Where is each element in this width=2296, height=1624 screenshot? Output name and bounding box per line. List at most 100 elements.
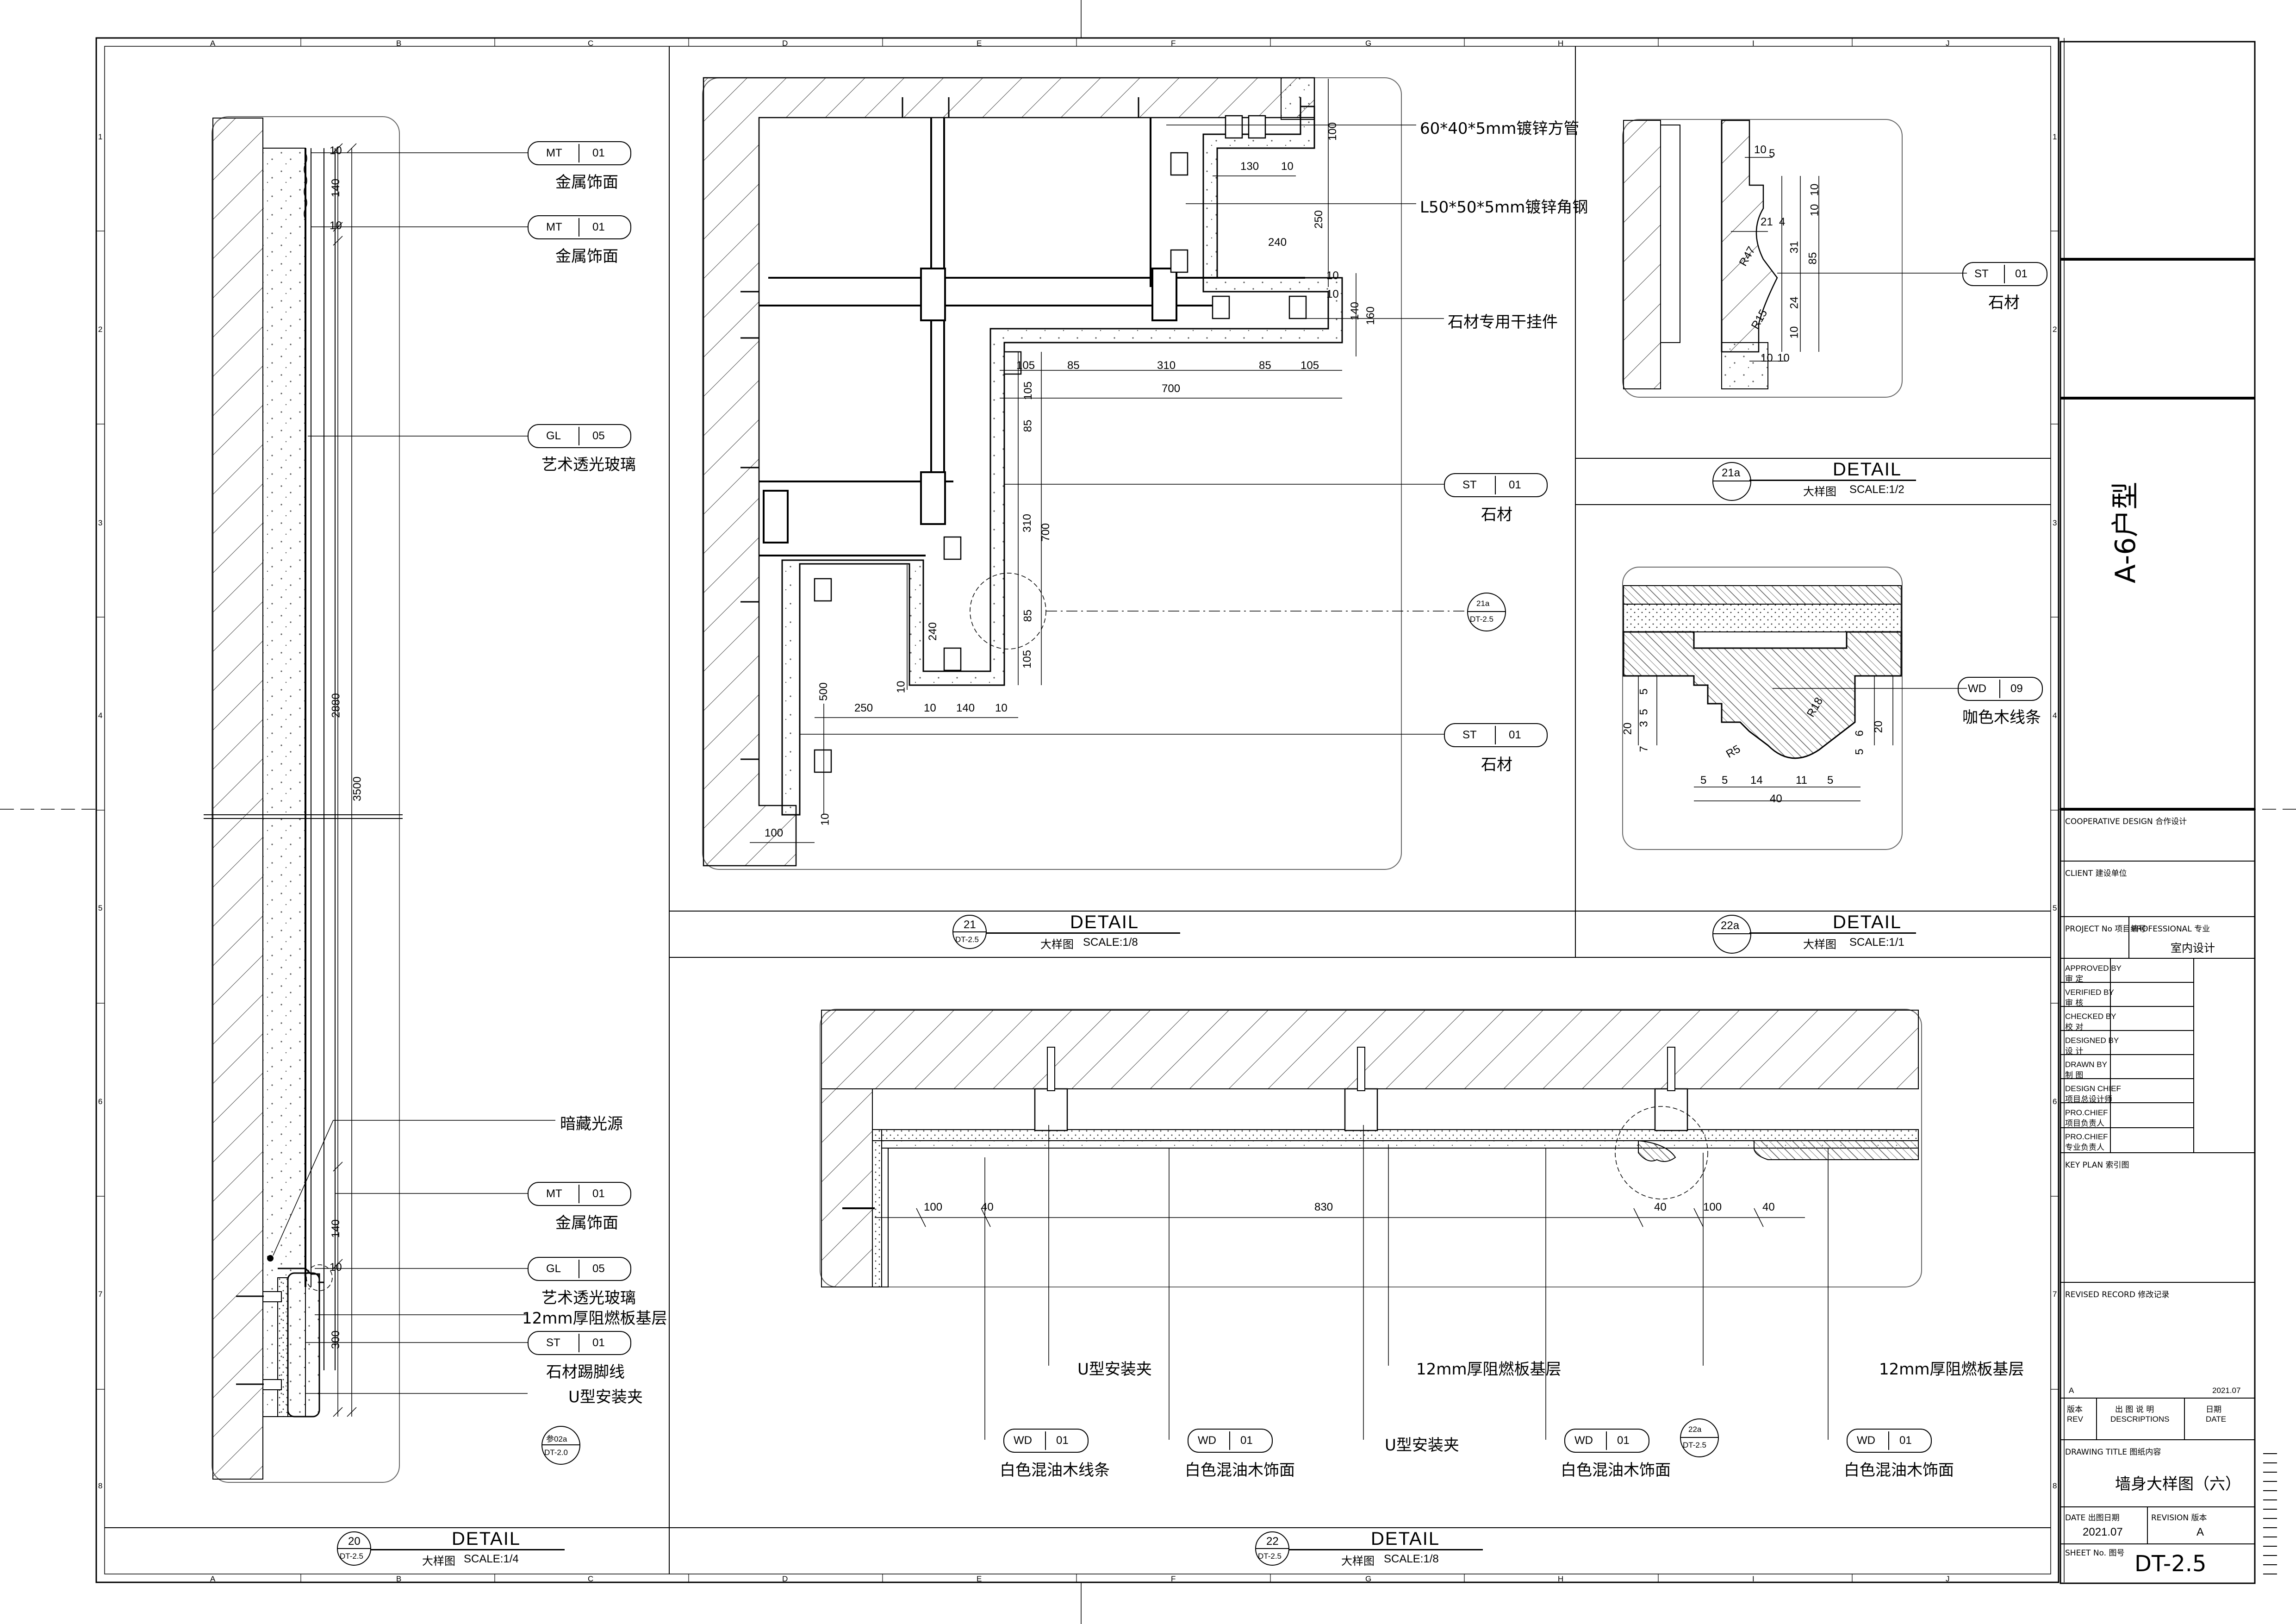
material-number: 01 [1509,479,1521,491]
issue-date-label: DATE 出图日期 [2065,1513,2120,1523]
dimension-text: 5 [1700,774,1707,787]
detail-title: DETAIL [452,1529,521,1549]
callout-sheet: DT-2.5 [1470,615,1494,624]
grid-row-label: 3 [2053,518,2057,527]
dimension-text: 100 [1326,122,1339,141]
dimension-text: 830 [1314,1201,1333,1213]
dimension-text: 10 [895,681,908,693]
detail-title: DETAIL [1070,912,1139,932]
detail-subtitle: 大样图 [1803,485,1836,498]
material-name: 白色混油木饰面 [1561,1461,1671,1480]
barcode [2263,1453,2277,1574]
material-tag-mt01: MT 01 [528,215,631,239]
grid-row-label: 5 [2053,904,2057,912]
grid-col-label: C [588,39,594,48]
material-name: 咖色木线条 [1962,708,2041,727]
role-cn: 审 核 [2065,999,2084,1008]
dimension-text: 6 [1853,730,1866,737]
drawing-title: 墙身大样图（六） [2115,1475,2241,1493]
material-name: 金属饰面 [555,247,618,266]
revision: A [2196,1526,2204,1538]
detail-scale: SCALE:1/8 [1384,1553,1439,1565]
material-code: ST [1974,268,1989,280]
panel-dividers [105,41,2256,1584]
grid-col-label: D [782,39,788,48]
detail-number: 22a [1721,919,1740,932]
dimension-text: 310 [1021,513,1034,533]
grid-row-label: 6 [98,1097,103,1106]
dimension-text: 14 [1750,774,1763,787]
sheet-no-label: SHEET No. 图号 [2065,1549,2125,1558]
dimension-text: 3 [1637,721,1650,727]
material-number: 05 [592,430,605,442]
note-label: U型安装夹 [1077,1360,1152,1379]
dimension-text: 40 [1762,1201,1775,1213]
note-label: U型安装夹 [568,1388,643,1406]
role-en: PRO.CHIEF [2065,1132,2108,1141]
grid-col-label: B [396,39,402,48]
dimension-text: 10 [1788,326,1801,339]
material-number: 01 [592,221,605,233]
dimension-text: 10 [1326,269,1339,282]
material-tag-wd01: WD 01 [1188,1429,1273,1453]
detail-scale: SCALE:1/2 [1849,483,1904,496]
dimension-text: 10 [1808,204,1821,217]
role-cn: 项目总设计师 [2065,1095,2112,1104]
grid-row-label: 4 [2053,711,2057,720]
material-name: 艺术透光玻璃 [541,1289,636,1307]
grid-row-label: 2 [98,325,103,334]
note-label: 暗藏光源 [560,1115,623,1133]
grid-col-label: F [1171,39,1176,48]
material-number: 01 [592,147,605,159]
dimension-text: 5 [1722,774,1728,787]
dimension-text: 500 [817,682,830,701]
material-code: ST [1462,479,1477,491]
rev-label-en: REV [2067,1415,2083,1424]
cooperative-design-label: COOPERATIVE DESIGN 合作设计 [2065,817,2187,826]
dimension-text: 40 [1770,793,1782,805]
material-tag-mt01: MT 01 [528,1182,631,1206]
detail-number-badge: 22 DT-2.5 [1255,1531,1289,1566]
dimension-text: 240 [927,622,940,641]
detail-ref-sheet: DT-2.5 [340,1552,364,1561]
grid-col-label: H [1558,1574,1564,1583]
role-en: APPROVED BY [2065,964,2122,973]
detail-scale: SCALE:1/1 [1849,936,1904,949]
detail-number-badge: 20 DT-2.5 [337,1531,371,1566]
dimension-text: 10 [330,219,342,232]
grid-col-label: B [396,1574,402,1583]
material-tag-gl05: GL 05 [528,1257,631,1281]
dimension-text: 140 [956,702,975,714]
date-label-en: DATE [2206,1415,2227,1424]
issue-date: 2021.07 [2083,1526,2123,1538]
dimension-text: 100 [924,1201,943,1213]
detail-22-drawing [820,1009,1922,1287]
section-callout: 参02a DT-2.0 [541,1426,580,1465]
dimension-text: 3500 [351,776,364,801]
dimension-text: 250 [1313,210,1325,229]
unit-type-label: A-6户型 [2109,481,2142,583]
dimension-text: 10 [1754,144,1767,156]
dimension-text: 700 [1162,382,1181,395]
detail-scale: SCALE:1/4 [464,1553,519,1565]
grid-row-label: 4 [98,711,103,720]
material-tag-st01: ST 01 [1962,262,2047,286]
material-code: WD [1014,1434,1032,1447]
project-no-label: PROJECT No 项目编号 [2065,924,2147,934]
role-cn: 专业负责人 [2065,1143,2104,1152]
dimension-text: 11 [1796,774,1807,787]
dimension-text: 140 [330,1219,342,1238]
grid-col-label: F [1171,1574,1176,1583]
dimension-text: 140 [1349,301,1362,321]
dimension-text: 10 [1777,352,1790,364]
detail-subtitle: 大样图 [422,1555,455,1568]
detail-number: 22 [1266,1535,1279,1548]
material-code: WD [1857,1434,1875,1447]
rev-label-cn: 版本 [2067,1405,2083,1414]
dimension-text: 40 [1654,1201,1667,1213]
tag-divider [1606,1431,1607,1450]
material-tag-gl05: GL 05 [528,424,631,448]
revision-value: A [2069,1386,2074,1395]
material-code: WD [1968,682,1986,695]
detail-number: 21 [964,918,976,931]
